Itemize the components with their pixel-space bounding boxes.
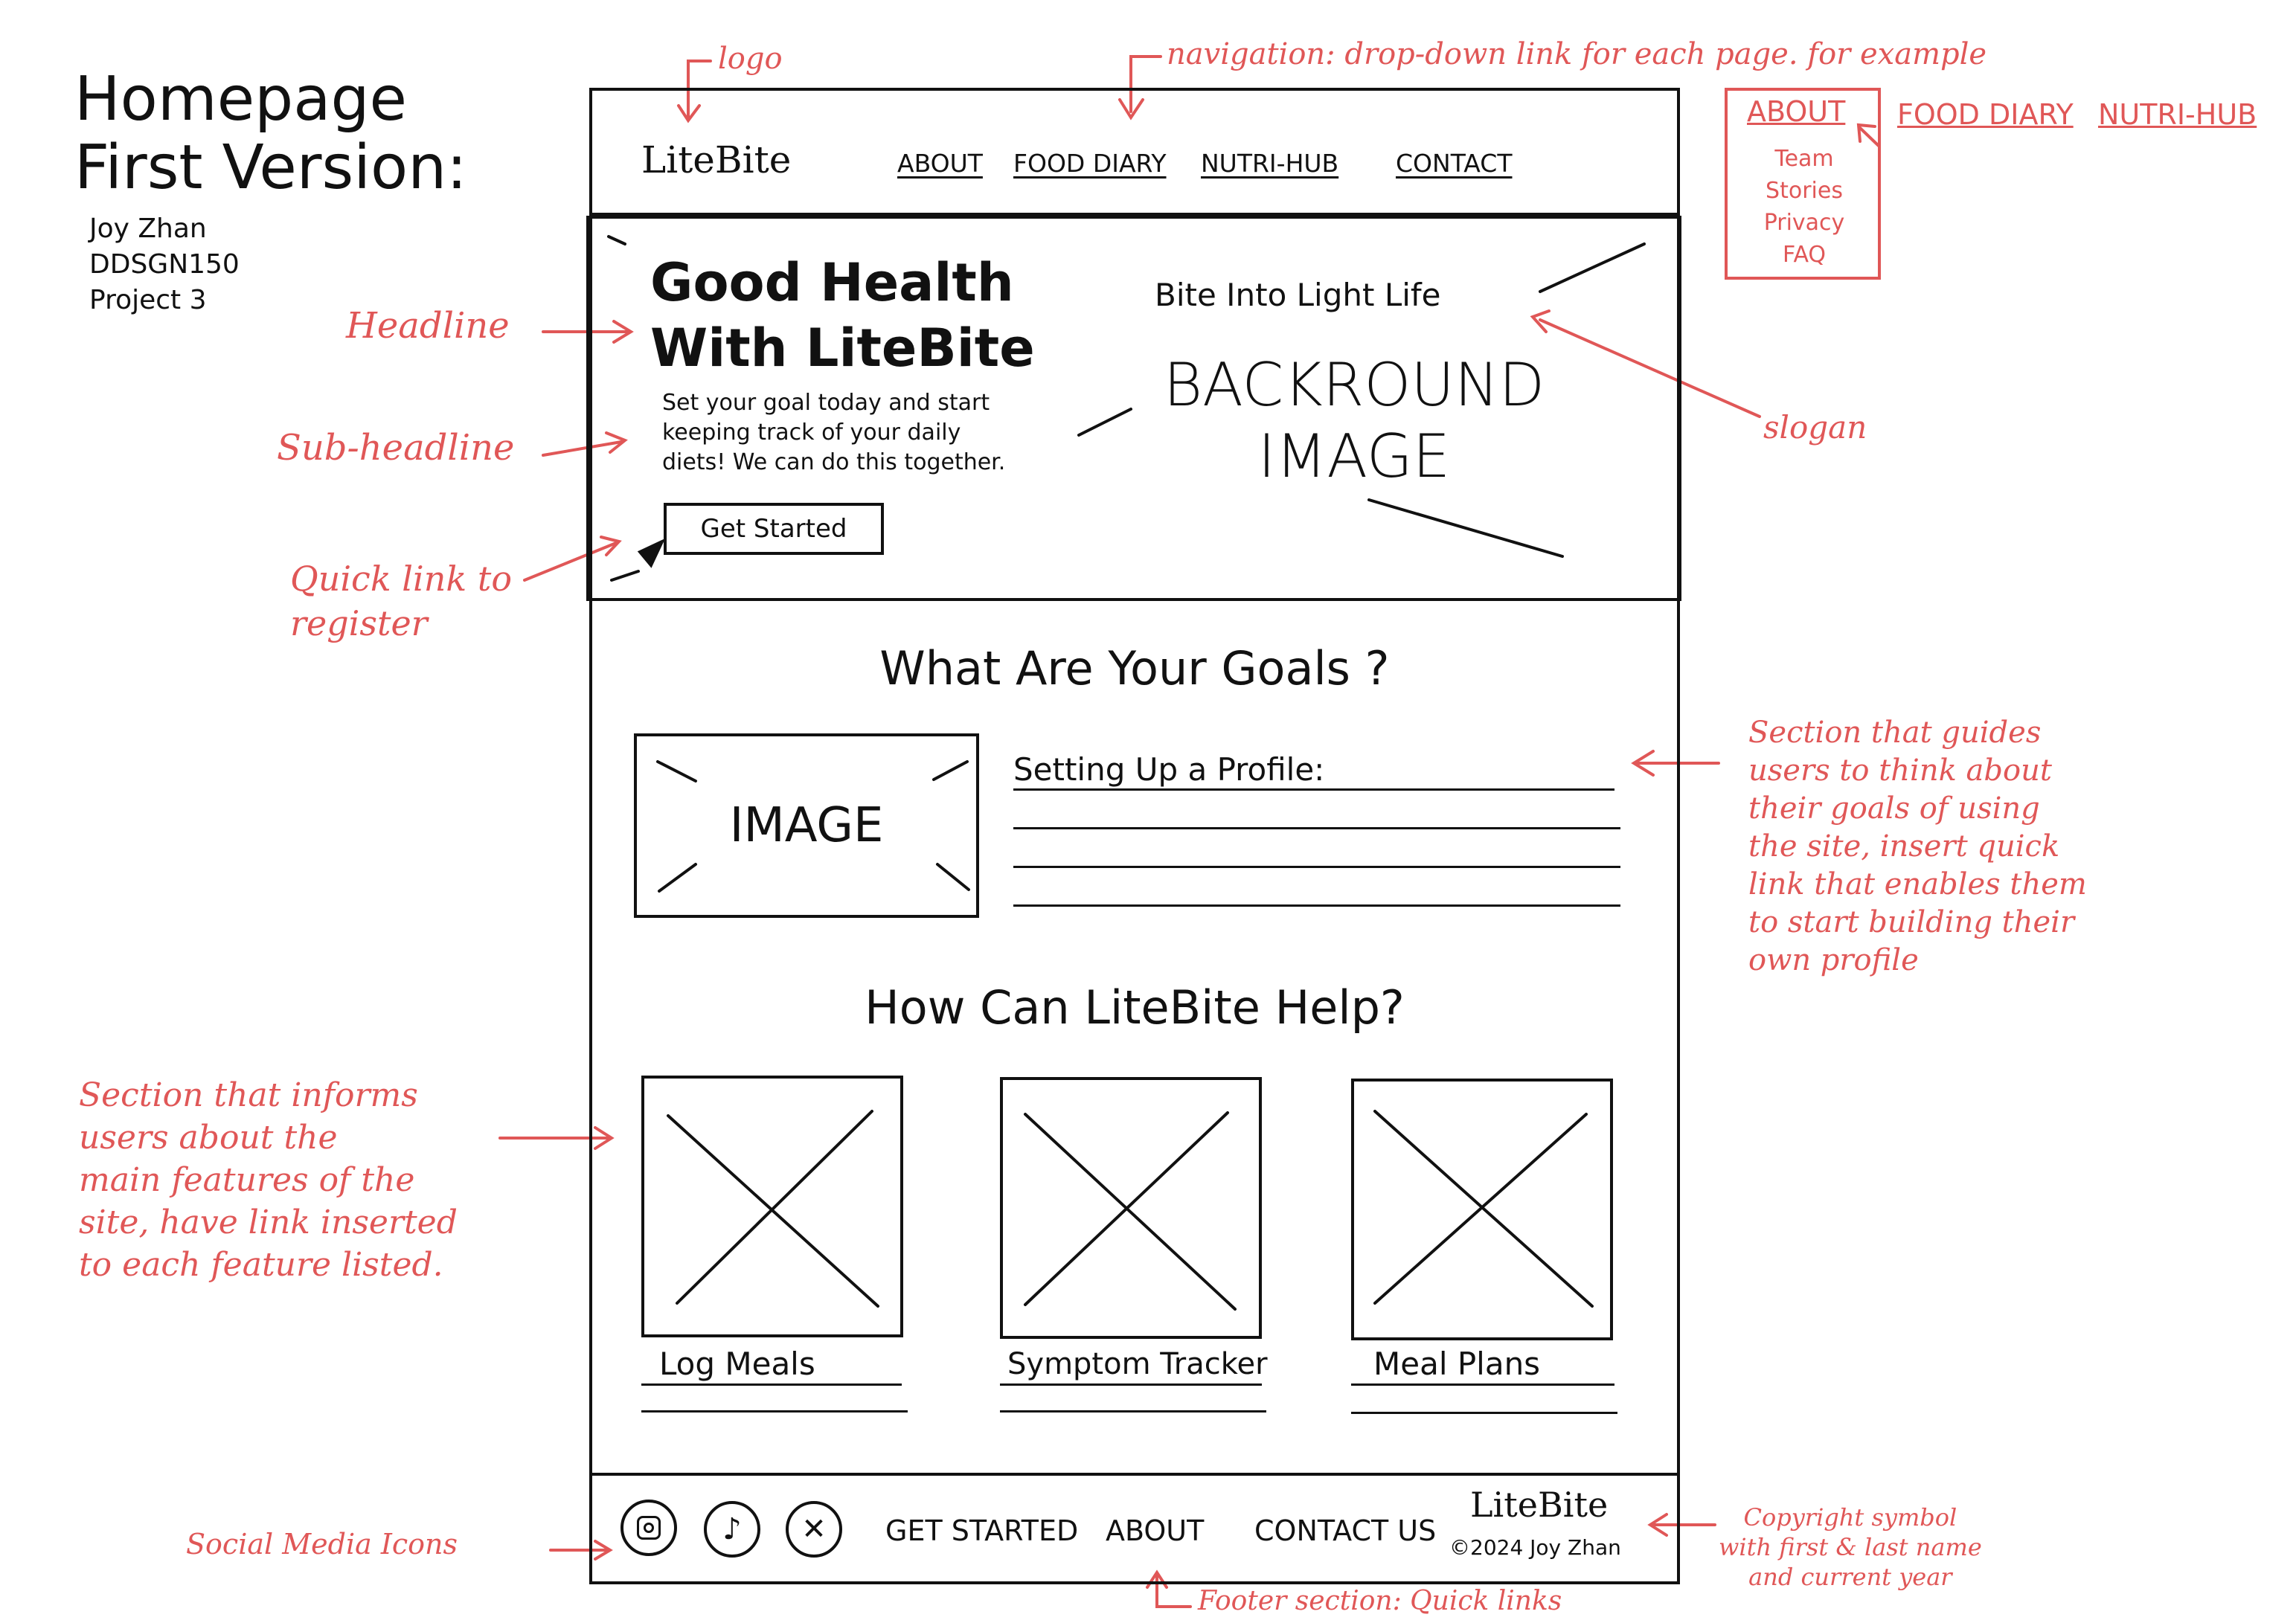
- goals-heading: What Are Your Goals ?: [879, 641, 1390, 695]
- annotation-goals-line: own profile: [1748, 943, 1919, 977]
- annotation-copyright-line: Copyright symbol: [1743, 1503, 1957, 1532]
- nav-about[interactable]: ABOUT: [897, 149, 983, 178]
- footer-divider: [589, 1473, 1680, 1476]
- feature-image-symptom-tracker: [1000, 1077, 1262, 1339]
- annotation-features-section: Section that informs users about the mai…: [79, 1074, 458, 1286]
- footer-link-get-started[interactable]: GET STARTED: [885, 1514, 1079, 1547]
- feature-image-meal-plans: [1351, 1079, 1613, 1340]
- annotation-goals-line: to start building their: [1748, 905, 2075, 939]
- hero-sub-line2: keeping track of your daily: [662, 420, 961, 446]
- page-heading-line2: First Version:: [74, 132, 467, 203]
- annotation-slogan: slogan: [1763, 409, 1867, 446]
- profile-setup-label[interactable]: Setting Up a Profile:: [1013, 751, 1614, 791]
- instagram-lens-icon: [644, 1523, 654, 1533]
- instagram-icon: [637, 1516, 661, 1540]
- footer-copyright: ©2024 Joy Zhan: [1449, 1535, 1621, 1560]
- dropdown-item-stories[interactable]: Stories: [1766, 178, 1843, 204]
- annotation-footer-section: Footer section: Quick links: [1198, 1586, 1562, 1616]
- dropdown-item-privacy[interactable]: Privacy: [1763, 210, 1845, 236]
- nav-nutri-hub[interactable]: NUTRI-HUB: [1201, 149, 1339, 178]
- annotation-features-line: site, have link inserted: [79, 1203, 458, 1241]
- annotation-goals-line: Section that guides: [1748, 716, 2042, 750]
- page-heading: Homepage First Version:: [74, 65, 467, 202]
- annotation-goals-section: Section that guides users to think about…: [1748, 714, 2087, 980]
- hero-headline-line2: With LiteBite: [650, 318, 1035, 379]
- hero-headline: Good Health With LiteBite: [650, 250, 1035, 381]
- feature-label-meal-plans: Meal Plans: [1373, 1346, 1541, 1382]
- author-name: Joy Zhan: [89, 213, 207, 244]
- goals-image: IMAGE: [634, 733, 979, 918]
- hero-headline-line1: Good Health: [650, 252, 1014, 313]
- social-instagram[interactable]: [621, 1500, 677, 1556]
- annotation-features-line: Section that informs: [79, 1076, 418, 1114]
- dropdown-example-box: [1725, 88, 1881, 280]
- annotation-features-line: to each feature listed.: [79, 1246, 443, 1284]
- annotation-sub-headline: Sub-headline: [277, 427, 515, 469]
- dropdown-item-team[interactable]: Team: [1774, 146, 1834, 172]
- footer-link-about[interactable]: ABOUT: [1106, 1514, 1205, 1547]
- x-icon: ✕: [801, 1512, 827, 1546]
- annotation-goals-line: link that enables them: [1748, 867, 2087, 902]
- annotation-features-line: users about the: [79, 1119, 338, 1157]
- annotation-features-line: main features of the: [79, 1161, 415, 1199]
- feature-label-log-meals: Log Meals: [659, 1346, 815, 1382]
- wireframe-frame: [589, 88, 1680, 1584]
- annotation-headline: Headline: [346, 305, 510, 347]
- nav-contact[interactable]: CONTACT: [1396, 149, 1513, 178]
- hero-bg-line1: BACKROUND: [1163, 350, 1545, 420]
- hero-sub-headline: Set your goal today and start keeping tr…: [662, 388, 1005, 478]
- author-course: DDSGN150: [89, 249, 240, 280]
- author-project: Project 3: [89, 285, 207, 315]
- feature-text-line: [641, 1410, 908, 1413]
- feature-link-symptom-tracker[interactable]: Symptom Tracker: [1000, 1345, 1268, 1386]
- hero-background-image: BACKROUND IMAGE: [1146, 350, 1562, 492]
- annotation-quick-link-line1: Quick link to: [290, 559, 513, 599]
- profile-text-line: [1013, 904, 1620, 907]
- footer-logo[interactable]: LiteBite: [1470, 1485, 1609, 1525]
- get-started-button[interactable]: Get Started: [664, 503, 884, 555]
- annotation-social-icons: Social Media Icons: [186, 1528, 458, 1561]
- feature-text-line: [1000, 1410, 1266, 1413]
- profile-text-line: [1013, 866, 1620, 868]
- feature-text-line: [1351, 1412, 1617, 1414]
- annotation-copyright: Copyright symbol with first & last name …: [1719, 1503, 1982, 1592]
- feature-link-log-meals[interactable]: Log Meals: [641, 1345, 902, 1386]
- social-x[interactable]: ✕: [786, 1501, 842, 1558]
- feature-label-symptom-tracker: Symptom Tracker: [1007, 1347, 1268, 1381]
- social-tiktok[interactable]: ♪: [704, 1501, 760, 1558]
- dropdown-menu: Team Stories Privacy FAQ: [1748, 143, 1860, 271]
- profile-text-line: [1013, 827, 1620, 829]
- hero-section: [586, 216, 1681, 601]
- hero-sub-line1: Set your goal today and start: [662, 390, 990, 416]
- site-logo[interactable]: LiteBite: [641, 138, 792, 181]
- dropdown-item-faq[interactable]: FAQ: [1782, 242, 1827, 268]
- annotation-navigation: navigation: drop-down link for each page…: [1167, 37, 1987, 71]
- author-info: Joy Zhan DDSGN150 Project 3: [89, 211, 240, 318]
- feature-image-log-meals: [641, 1076, 903, 1337]
- annotation-logo: logo: [718, 42, 783, 76]
- annotation-quick-link: Quick link to register: [290, 556, 512, 646]
- dropdown-other-food-diary[interactable]: FOOD DIARY: [1897, 98, 2074, 131]
- feature-link-meal-plans[interactable]: Meal Plans: [1351, 1345, 1614, 1386]
- dropdown-menu-title[interactable]: ABOUT: [1747, 95, 1846, 128]
- annotation-goals-line: the site, insert quick: [1748, 829, 2060, 864]
- hero-slogan: Bite Into Light Life: [1155, 277, 1441, 313]
- annotation-goals-line: their goals of using: [1748, 791, 2040, 826]
- hero-bg-line2: IMAGE: [1257, 422, 1451, 491]
- annotation-goals-line: users to think about: [1748, 753, 2052, 788]
- header-divider: [589, 213, 1680, 216]
- annotation-copyright-line: with first & last name: [1719, 1533, 1982, 1561]
- hero-sub-line3: diets! We can do this together.: [662, 449, 1006, 475]
- footer-link-contact-us[interactable]: CONTACT US: [1254, 1514, 1437, 1547]
- page-heading-line1: Homepage: [74, 64, 407, 135]
- help-heading: How Can LiteBite Help?: [865, 980, 1405, 1035]
- dropdown-other-nutri-hub[interactable]: NUTRI-HUB: [2098, 98, 2257, 131]
- annotation-copyright-line: and current year: [1748, 1563, 1952, 1591]
- annotation-quick-link-line2: register: [290, 603, 428, 643]
- nav-food-diary[interactable]: FOOD DIARY: [1013, 149, 1167, 178]
- tiktok-icon: ♪: [722, 1512, 742, 1546]
